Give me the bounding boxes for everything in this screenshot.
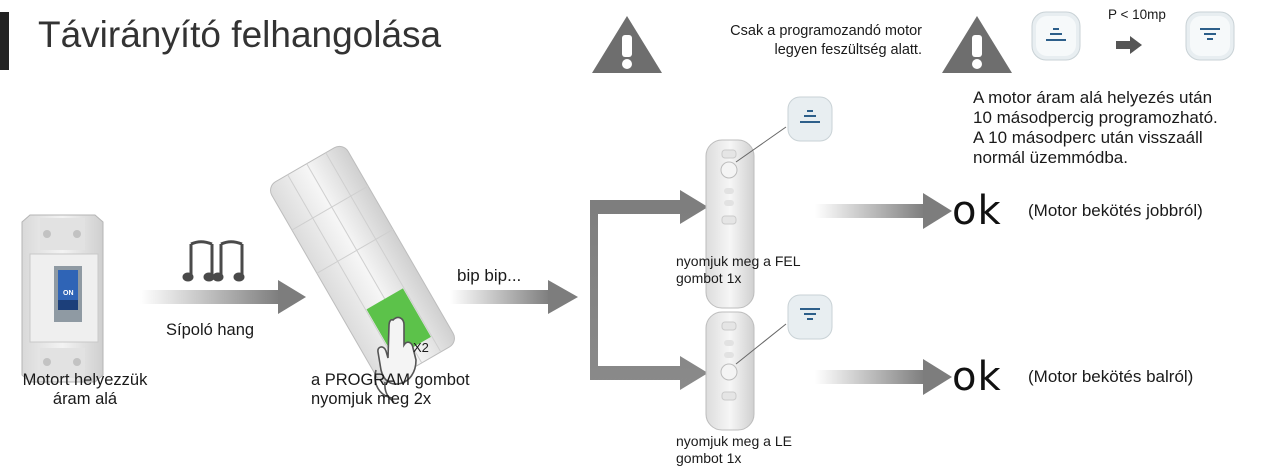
info-text: A motor áram alá helyezés után 10 másodp… [973,88,1273,168]
up-step-line: gombot 1x [676,270,742,286]
info-line: A motor áram alá helyezés után [973,88,1213,107]
info-line: A 10 másodperc után visszaáll [973,128,1203,147]
down-remote-image [705,294,833,431]
power-step-line: áram alá [52,390,118,408]
switch-on-label: ON [63,290,74,297]
finger-press-icon [374,316,417,403]
time-limit-label: P < 10mp [1108,7,1166,22]
press-count-label: X2 [413,340,429,355]
down-step-line: gombot 1x [676,450,742,466]
bip-label: bip bip... [457,266,522,285]
down-step-label: nyomjuk meg a LE gombot 1x [676,433,856,467]
up-step-label: nyomjuk meg a FEL gombot 1x [676,253,856,287]
warning-icon [592,16,662,73]
info-line: normál üzemmódba. [973,148,1128,167]
down-step-line: nyomjuk meg a LE [676,433,792,449]
ok-down-label: ok [952,354,1002,400]
arrow-icon [1116,36,1142,54]
page-title: Távirányító felhangolása [38,14,442,55]
program-step-label: a PROGRAM gombot nyomjuk meg 2x [311,371,491,409]
program-step-line: nyomjuk meg 2x [311,390,432,408]
warning-line: legyen feszültség alatt. [774,42,922,58]
warning-text: Csak a programozandó motor legyen feszül… [632,22,922,60]
title-accent-bar [0,12,9,70]
flow-arrow [140,280,306,314]
branch-arrows [590,190,708,390]
ok-up-text: (Motor bekötés jobbról) [1028,201,1203,220]
program-remote-image [270,145,455,383]
power-step-line: Motort helyezzük [22,371,148,389]
info-line: 10 másodpercig programozható. [973,108,1218,127]
down-button-icon [1185,11,1235,61]
flow-arrow [815,193,952,229]
up-remote-image [705,96,833,309]
up-button-icon [1031,11,1081,61]
circuit-breaker-image [21,214,104,383]
warning-icon [942,16,1012,73]
power-step-label: Motort helyezzük áram alá [0,371,170,409]
up-step-line: nyomjuk meg a FEL [676,253,801,269]
warning-line: Csak a programozandó motor [730,23,922,39]
ok-down-text: (Motor bekötés balról) [1028,367,1194,386]
beep-label: Sípoló hang [166,321,255,339]
flow-arrow [450,280,578,314]
beep-sound-icon [182,240,245,282]
program-step-line: a PROGRAM gombot [311,371,470,389]
ok-up-label: ok [952,188,1002,234]
flow-arrow [815,359,952,395]
